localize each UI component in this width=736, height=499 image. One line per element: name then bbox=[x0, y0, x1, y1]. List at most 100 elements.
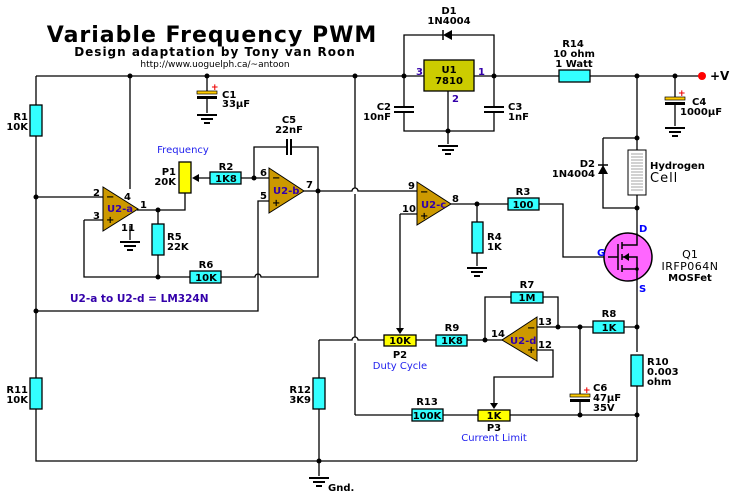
svg-text:100K: 100K bbox=[413, 411, 443, 422]
svg-text:R6: R6 bbox=[199, 260, 214, 271]
svg-text:Cell: Cell bbox=[650, 171, 678, 186]
svg-text:Current Limit: Current Limit bbox=[461, 433, 527, 444]
svg-text:U2-b: U2-b bbox=[273, 186, 299, 197]
svg-text:−: − bbox=[420, 187, 428, 198]
svg-text:1N4004: 1N4004 bbox=[552, 169, 595, 180]
svg-text:R8: R8 bbox=[602, 309, 617, 320]
potentiometer-p3: 1K P3 Current Limit bbox=[461, 403, 527, 444]
svg-text:5: 5 bbox=[260, 191, 267, 202]
svg-text:C5: C5 bbox=[282, 115, 296, 126]
svg-text:22nF: 22nF bbox=[275, 125, 303, 136]
svg-text:R11: R11 bbox=[6, 385, 28, 396]
svg-text:R12: R12 bbox=[289, 385, 311, 396]
svg-text:+: + bbox=[678, 89, 686, 99]
svg-text:33µF: 33µF bbox=[222, 99, 250, 110]
svg-text:1K8: 1K8 bbox=[441, 336, 463, 347]
supply-label: +V bbox=[710, 69, 730, 83]
ground-icon bbox=[309, 477, 329, 487]
svg-text:1N4004: 1N4004 bbox=[427, 16, 470, 27]
ground-icon bbox=[120, 241, 140, 251]
svg-text:10nF: 10nF bbox=[363, 112, 391, 123]
capacitor-c6: + C6 47µF 35V bbox=[569, 383, 621, 414]
opamp-note: U2-a to U2-d = LM324N bbox=[70, 293, 208, 305]
svg-text:35V: 35V bbox=[593, 403, 615, 414]
svg-text:13: 13 bbox=[538, 317, 552, 328]
svg-text:10K: 10K bbox=[6, 122, 29, 133]
svg-text:4: 4 bbox=[124, 192, 131, 203]
svg-text:U2-c: U2-c bbox=[421, 200, 446, 211]
opamp-u2d: −+ U2-d 14 13 12 bbox=[491, 316, 552, 362]
svg-text:−: − bbox=[106, 192, 114, 203]
svg-text:+: + bbox=[272, 198, 280, 209]
svg-text:1 Watt: 1 Watt bbox=[555, 59, 593, 70]
svg-text:Q1: Q1 bbox=[682, 248, 698, 261]
svg-text:10 ohm: 10 ohm bbox=[553, 49, 595, 60]
svg-text:+: + bbox=[583, 386, 591, 396]
svg-text:+: + bbox=[420, 211, 428, 222]
svg-text:1nF: 1nF bbox=[508, 112, 529, 123]
ground-icon bbox=[467, 267, 487, 277]
svg-text:10K: 10K bbox=[6, 395, 29, 406]
svg-text:R7: R7 bbox=[520, 280, 535, 291]
svg-text:−: − bbox=[527, 323, 535, 334]
svg-text:22K: 22K bbox=[167, 242, 190, 253]
ground-icon bbox=[438, 145, 458, 155]
svg-text:R13: R13 bbox=[416, 397, 438, 408]
wires bbox=[35, 34, 700, 476]
svg-text:R9: R9 bbox=[445, 323, 460, 334]
junction-dots bbox=[33, 73, 678, 464]
svg-text:P2: P2 bbox=[393, 350, 407, 361]
ground-icon bbox=[197, 114, 217, 124]
wiper-arrow-icon bbox=[490, 403, 498, 409]
svg-text:Hydrogen: Hydrogen bbox=[650, 161, 705, 172]
svg-text:14: 14 bbox=[491, 329, 505, 340]
svg-text:20K: 20K bbox=[154, 177, 177, 188]
svg-text:U2-a: U2-a bbox=[107, 204, 133, 215]
svg-text:10: 10 bbox=[402, 204, 416, 215]
svg-text:+: + bbox=[527, 345, 535, 356]
svg-text:9: 9 bbox=[408, 181, 415, 192]
url: http://www.uoguelph.ca/~antoon bbox=[140, 60, 289, 70]
mosfet-q1: D G S Q1 IRFP064N MOSFet bbox=[597, 224, 718, 295]
svg-text:Frequency: Frequency bbox=[157, 145, 209, 156]
wiper-arrow-icon bbox=[396, 328, 404, 334]
svg-text:6: 6 bbox=[260, 168, 267, 179]
svg-text:1K: 1K bbox=[487, 411, 503, 422]
svg-text:G: G bbox=[597, 248, 605, 259]
svg-text:7810: 7810 bbox=[435, 76, 463, 87]
svg-text:1000µF: 1000µF bbox=[680, 107, 722, 118]
svg-text:−: − bbox=[272, 173, 280, 184]
potentiometer-p2: 10K P2 Duty Cycle bbox=[373, 328, 427, 372]
svg-text:100: 100 bbox=[513, 200, 534, 211]
svg-text:10K: 10K bbox=[389, 336, 412, 347]
svg-text:C2: C2 bbox=[377, 102, 391, 113]
svg-text:R3: R3 bbox=[516, 187, 531, 198]
svg-text:D2: D2 bbox=[580, 159, 595, 170]
opamp-u2a: −+ U2-a 2 3 4 1 11 bbox=[93, 186, 147, 234]
svg-text:8: 8 bbox=[452, 194, 459, 205]
title: Variable Frequency PWM bbox=[47, 23, 377, 48]
svg-text:1M: 1M bbox=[519, 293, 536, 304]
ground-label: Gnd. bbox=[328, 483, 354, 494]
opamp-u2b: − + U2-b 6 5 7 bbox=[260, 167, 313, 214]
svg-text:P1: P1 bbox=[162, 167, 176, 178]
svg-text:10K: 10K bbox=[195, 273, 218, 284]
svg-text:1K: 1K bbox=[487, 242, 503, 253]
resistor-r10: R10 0.003 ohm bbox=[630, 354, 679, 388]
svg-text:7: 7 bbox=[306, 180, 313, 191]
svg-text:+: + bbox=[106, 215, 114, 226]
ground-icon bbox=[665, 127, 685, 137]
svg-text:47µF: 47µF bbox=[593, 393, 621, 404]
